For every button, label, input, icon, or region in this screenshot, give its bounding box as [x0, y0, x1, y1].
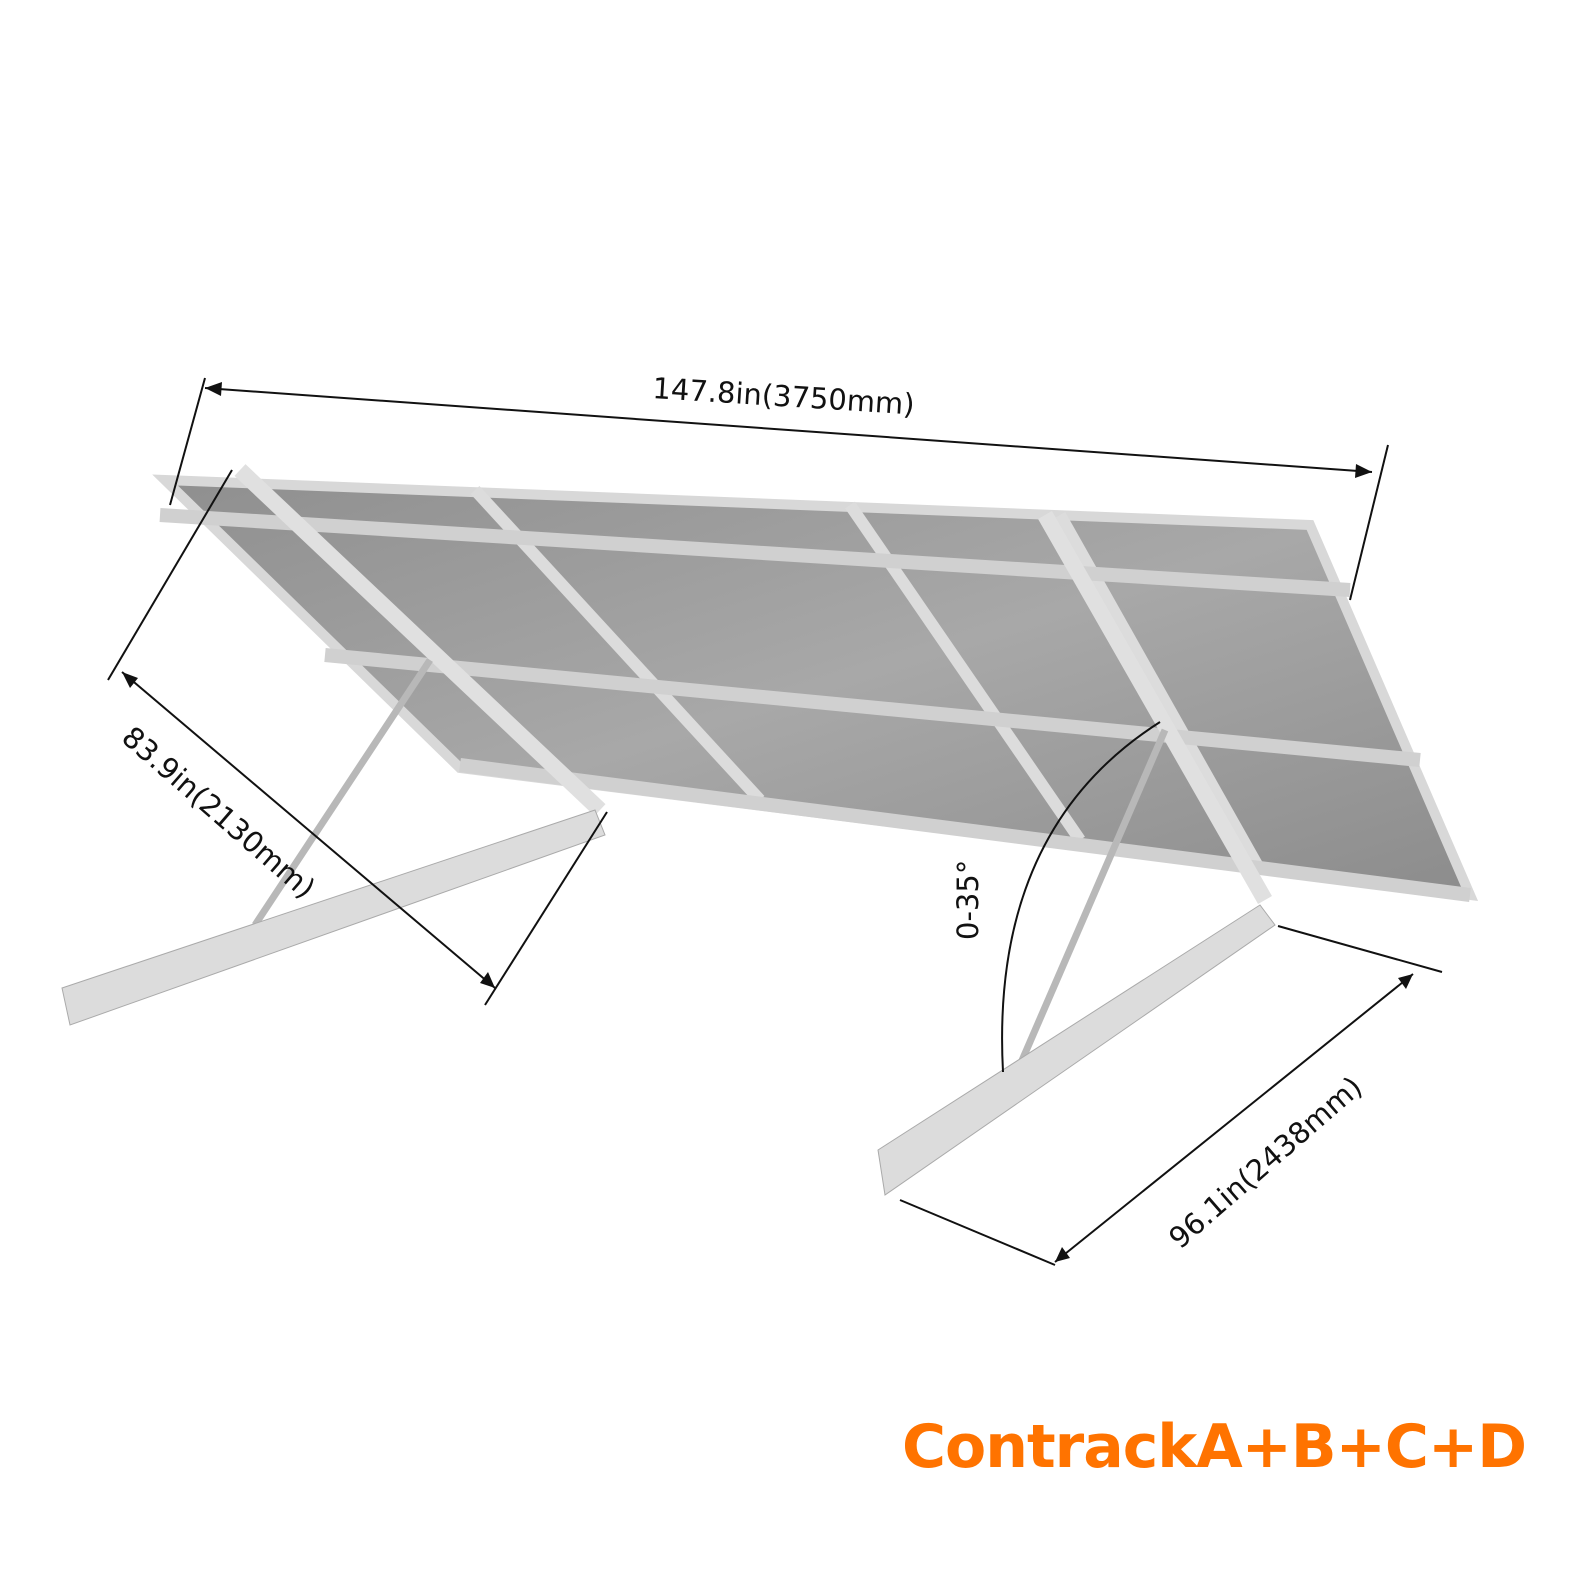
ground-rail-right [877, 904, 1276, 1196]
mounting-rails [159, 508, 1471, 902]
product-name-label: ContrackA+B+C+D [902, 1412, 1527, 1482]
arrowheads [122, 382, 1413, 1262]
adjustable-struts [252, 658, 1169, 1067]
tilt-angle-label: 0-35° [951, 860, 985, 940]
dimension-lines [107, 377, 1443, 1266]
depth-dimension-label: 83.9in(2130mm) [115, 720, 321, 906]
rail-length-dimension-label: 96.1in(2438mm) [1162, 1070, 1368, 1256]
support-beams [234, 464, 1272, 904]
ground-rail-left [61, 809, 606, 1026]
solar-panel-array [152, 474, 1479, 902]
width-dimension-label: 147.8in(3750mm) [652, 371, 916, 421]
